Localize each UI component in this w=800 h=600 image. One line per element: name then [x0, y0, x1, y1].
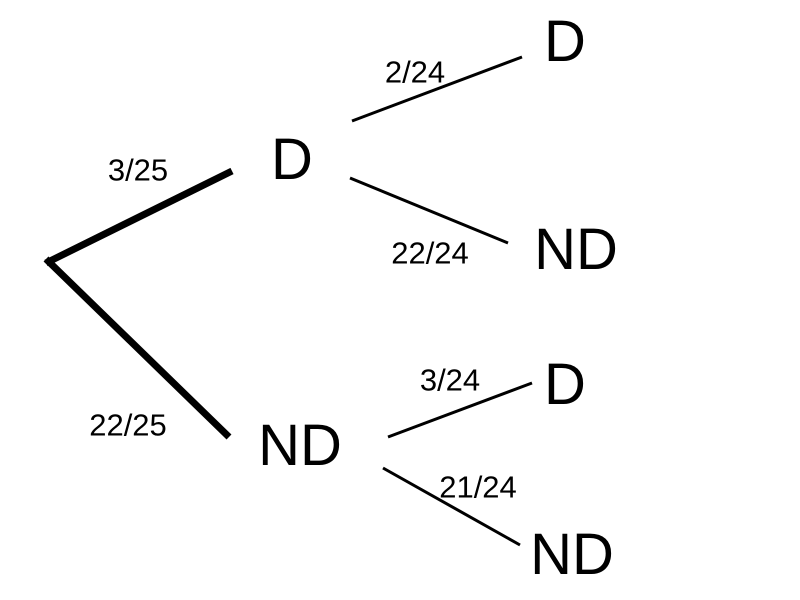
probability-label-root-nd: 22/25	[89, 407, 167, 443]
probability-label-nd-nd: 21/24	[439, 469, 517, 505]
node-label-nd: ND	[258, 413, 342, 478]
node-label-d-nd: ND	[534, 217, 618, 282]
probability-label-d-nd: 22/24	[391, 235, 469, 271]
branch-line-d-to-nd	[349, 176, 509, 245]
branch-line-nd-to-nd	[382, 466, 521, 547]
branch-line-root-to-d	[44, 167, 234, 267]
branch-line-root-to-nd	[43, 256, 232, 440]
node-label-d-d: D	[544, 9, 586, 74]
node-label-nd-d: D	[544, 352, 586, 417]
node-label-d: D	[271, 127, 313, 192]
branch-line-nd-to-d	[387, 381, 533, 439]
probability-label-d-d: 2/24	[384, 54, 446, 90]
probability-label-nd-d: 3/24	[419, 362, 481, 398]
probability-label-root-d: 3/25	[107, 152, 169, 188]
node-label-nd-nd: ND	[530, 522, 614, 587]
branch-line-d-to-d	[351, 55, 523, 123]
